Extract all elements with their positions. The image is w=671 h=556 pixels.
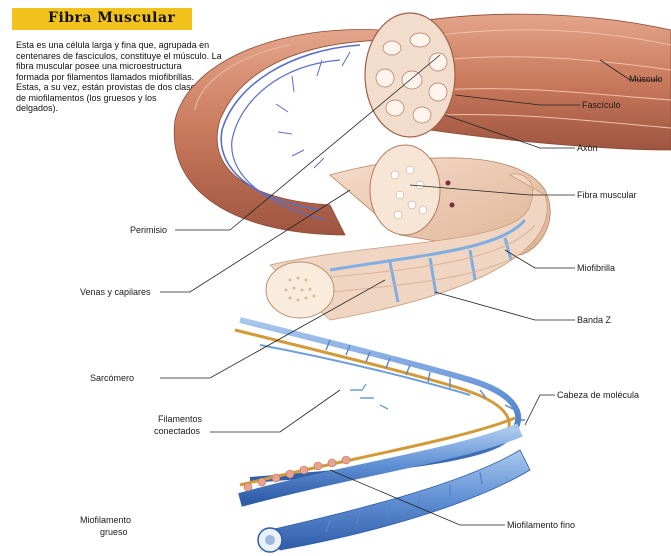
fascicle-tube [174,30,395,235]
muscle-cross-section [365,13,455,137]
label-fasciculo: Fascículo [582,100,621,110]
label-sarcomero: Sarcómero [90,373,134,383]
leader-banda-z [435,292,575,320]
label-grueso: grueso [100,527,128,537]
myofilaments [240,418,530,552]
sarcomere-filaments [235,320,525,480]
label-miofibrilla: Miofibrilla [577,263,615,273]
label-miofilamento-fino: Miofilamento fino [507,520,575,530]
label-perimisio: Perimisio [130,225,167,235]
label-venas-capilares: Venas y capilares [80,287,151,297]
label-miofilamento: Miofilamento [80,515,131,525]
label-banda-z: Banda Z [577,315,612,325]
label-axon: Axón [577,143,598,153]
label-fibra-muscular: Fibra muscular [577,190,637,200]
leader-filamentos [210,390,340,432]
label-filamentos: Filamentos [158,414,203,424]
label-conectados: conectados [154,426,201,436]
label-musculo: Músculo [629,74,663,84]
label-cabeza-molecula: Cabeza de molécula [557,390,639,400]
leader-cabeza [525,395,555,425]
